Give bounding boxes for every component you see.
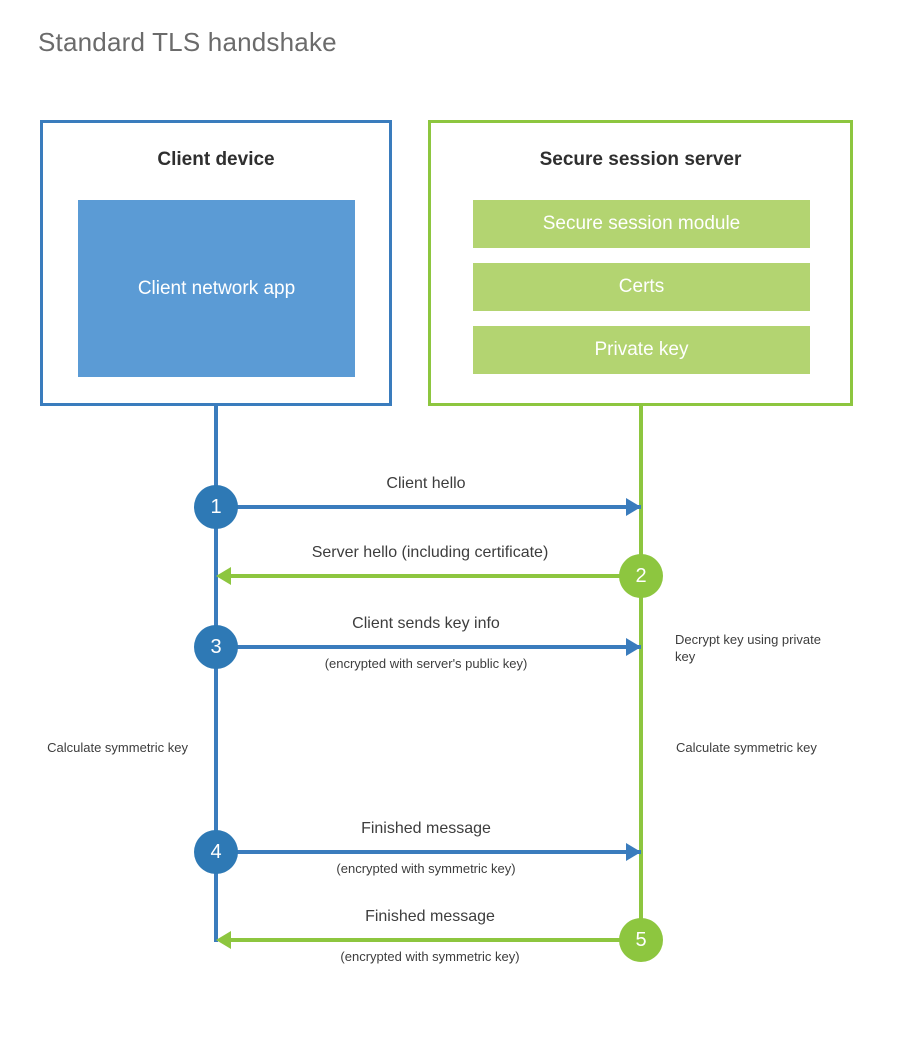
annotation-calculate-symmetric-key-client: Calculate symmetric key <box>47 740 188 755</box>
page-title: Standard TLS handshake <box>38 27 337 57</box>
client-network-app-box: Client network app <box>78 200 355 377</box>
message-sublabel-3: (encrypted with server's public key) <box>324 656 528 671</box>
server-component-secure-session-module: Secure session module <box>473 200 810 248</box>
message-label-4: Finished message <box>361 820 491 837</box>
message-arrow-line-4 <box>216 850 641 854</box>
message-label-2: Server hello (including certificate) <box>311 544 549 561</box>
message-arrow-line-3 <box>216 645 641 649</box>
message-sublabel-5: (encrypted with symmetric key) <box>340 949 520 964</box>
message-arrow-line-5 <box>230 938 641 942</box>
server-component-certs: Certs <box>473 263 810 311</box>
server-component-private-key: Private key <box>473 326 810 374</box>
arrowhead-right-icon <box>626 638 641 656</box>
arrowhead-right-icon <box>626 843 641 861</box>
annotation-decrypt-key: Decrypt key using private key <box>675 632 821 665</box>
annotation-calculate-symmetric-key-server: Calculate symmetric key <box>676 740 817 755</box>
step-circle-4: 4 <box>194 830 238 874</box>
secure-session-server-title: Secure session server <box>539 149 742 170</box>
message-sublabel-4: (encrypted with symmetric key) <box>336 861 516 876</box>
arrowhead-left-icon <box>216 931 231 949</box>
step-circle-2: 2 <box>619 554 663 598</box>
arrowhead-left-icon <box>216 567 231 585</box>
secure-session-server-box: Secure session server Secure session mod… <box>428 120 853 406</box>
message-label-5: Finished message <box>365 908 495 925</box>
message-label-3: Client sends key info <box>352 615 500 632</box>
message-arrow-line-1 <box>216 505 641 509</box>
arrowhead-right-icon <box>626 498 641 516</box>
step-circle-5: 5 <box>619 918 663 962</box>
step-circle-1: 1 <box>194 485 238 529</box>
client-lifeline <box>214 406 218 942</box>
server-lifeline <box>639 406 643 940</box>
client-network-app-label: Client network app <box>137 277 296 299</box>
message-label-1: Client hello <box>386 475 466 492</box>
client-device-title: Client device <box>157 149 275 170</box>
step-circle-3: 3 <box>194 625 238 669</box>
client-device-box: Client device Client network app <box>40 120 392 406</box>
message-arrow-line-2 <box>230 574 641 578</box>
